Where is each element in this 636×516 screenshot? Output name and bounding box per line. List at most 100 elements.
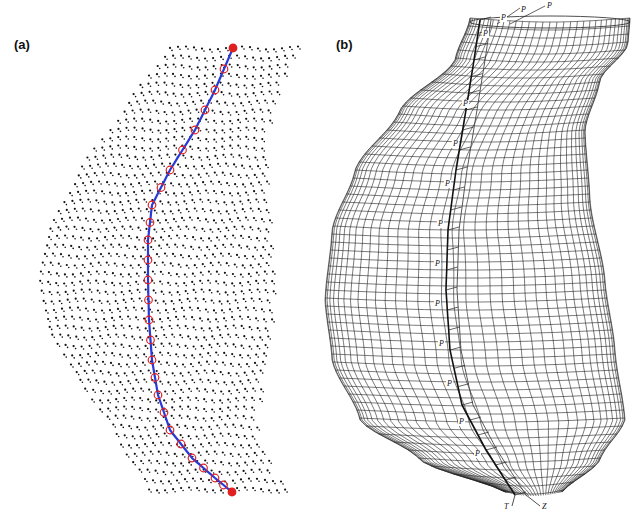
cloud-point bbox=[59, 300, 61, 302]
cloud-point bbox=[119, 381, 121, 383]
cloud-point bbox=[183, 122, 185, 124]
cloud-point bbox=[254, 111, 256, 113]
cloud-point bbox=[136, 366, 138, 368]
cloud-point bbox=[199, 69, 201, 71]
cloud-point bbox=[125, 217, 127, 219]
cloud-point bbox=[111, 194, 113, 196]
cloud-point bbox=[246, 338, 248, 340]
cloud-point bbox=[228, 390, 230, 392]
cloud-point bbox=[173, 218, 175, 220]
cloud-point bbox=[68, 228, 70, 230]
cloud-point bbox=[92, 211, 94, 213]
cloud-point bbox=[101, 147, 103, 149]
cloud-point bbox=[79, 194, 81, 196]
cloud-point bbox=[107, 165, 109, 167]
cloud-point bbox=[55, 312, 57, 314]
cloud-point bbox=[176, 102, 178, 104]
cloud-point bbox=[125, 119, 127, 121]
cloud-point bbox=[258, 381, 260, 383]
cloud-point bbox=[189, 301, 191, 303]
cloud-point bbox=[120, 246, 122, 248]
cloud-point bbox=[63, 201, 65, 203]
cloud-point bbox=[60, 265, 62, 267]
cloud-point bbox=[146, 201, 148, 203]
cloud-point bbox=[91, 298, 93, 300]
cloud-point bbox=[67, 347, 69, 349]
cloud-point bbox=[275, 293, 277, 295]
cloud-point bbox=[91, 168, 93, 170]
cloud-point bbox=[220, 56, 222, 58]
cloud-point bbox=[105, 326, 107, 328]
cloud-point bbox=[187, 293, 189, 295]
cloud-point bbox=[221, 129, 223, 131]
cloud-point bbox=[279, 94, 281, 96]
cloud-point bbox=[269, 309, 271, 311]
cloud-point bbox=[260, 211, 262, 213]
cloud-point bbox=[84, 230, 86, 232]
cloud-point bbox=[143, 120, 145, 122]
cloud-point bbox=[190, 391, 192, 393]
cloud-point bbox=[242, 183, 244, 185]
cloud-point bbox=[96, 270, 98, 272]
cloud-point bbox=[132, 109, 134, 111]
cloud-point bbox=[234, 183, 236, 185]
cloud-point bbox=[196, 255, 198, 257]
cloud-point bbox=[150, 391, 152, 393]
cloud-point bbox=[198, 339, 200, 341]
cloud-point bbox=[197, 400, 199, 402]
cloud-point bbox=[262, 339, 264, 341]
cloud-point bbox=[161, 283, 163, 285]
cloud-point bbox=[125, 417, 127, 419]
cloud-point bbox=[219, 329, 221, 331]
cloud-point bbox=[184, 366, 186, 368]
cloud-point bbox=[241, 345, 243, 347]
cloud-point bbox=[190, 156, 192, 158]
cloud-point bbox=[238, 375, 240, 377]
cloud-point bbox=[251, 348, 253, 350]
cloud-point bbox=[47, 281, 49, 283]
cloud-point bbox=[86, 339, 88, 341]
cloud-point bbox=[153, 164, 155, 166]
cloud-point bbox=[148, 74, 150, 76]
cloud-point bbox=[229, 401, 231, 403]
cloud-point bbox=[214, 361, 216, 363]
cloud-point bbox=[267, 335, 269, 337]
cloud-point bbox=[111, 282, 113, 284]
cloud-point bbox=[226, 210, 228, 212]
cloud-point bbox=[122, 183, 124, 185]
cloud-point bbox=[207, 94, 209, 96]
cloud-point bbox=[236, 186, 238, 188]
cloud-point bbox=[254, 246, 256, 248]
cloud-point bbox=[91, 291, 93, 293]
cloud-point bbox=[258, 103, 260, 105]
cloud-point bbox=[225, 291, 227, 293]
cloud-point bbox=[221, 91, 223, 93]
cloud-point bbox=[271, 122, 273, 124]
cloud-point bbox=[71, 195, 73, 197]
cloud-point bbox=[238, 114, 240, 116]
cloud-point bbox=[269, 120, 271, 122]
cloud-point bbox=[157, 138, 159, 140]
cloud-point bbox=[151, 192, 153, 194]
cloud-point bbox=[116, 229, 118, 231]
cloud-point bbox=[150, 172, 152, 174]
cloud-point bbox=[176, 273, 178, 275]
cloud-point bbox=[147, 408, 149, 410]
cloud-point bbox=[234, 384, 236, 386]
point-cloud bbox=[39, 45, 301, 493]
cloud-point bbox=[113, 325, 115, 327]
cloud-point bbox=[235, 346, 237, 348]
cloud-point bbox=[239, 122, 241, 124]
cloud-point bbox=[260, 370, 262, 372]
cloud-point bbox=[178, 105, 180, 107]
cloud-point bbox=[93, 189, 95, 191]
cloud-point bbox=[51, 300, 53, 302]
cloud-point bbox=[271, 280, 273, 282]
cloud-point bbox=[144, 176, 146, 178]
cloud-point bbox=[208, 237, 210, 239]
cloud-point bbox=[160, 236, 162, 238]
cloud-point bbox=[117, 128, 119, 130]
cloud-point bbox=[263, 69, 265, 71]
cloud-point bbox=[117, 417, 119, 419]
cloud-point bbox=[82, 239, 84, 241]
